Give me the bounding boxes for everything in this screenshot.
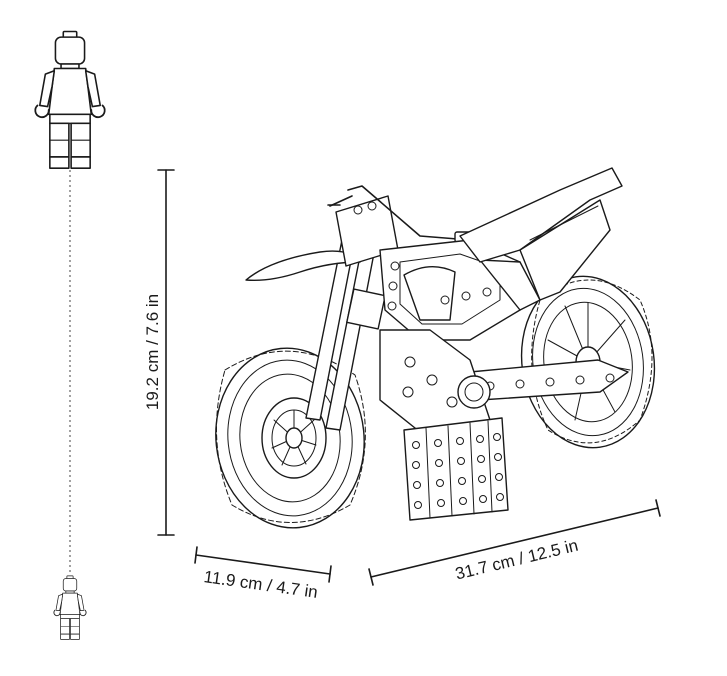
engine-block (379, 329, 491, 433)
width-dimension: 11.9 cm / 4.7 in (194, 546, 332, 602)
height-dimension: 19.2 cm / 7.6 in (143, 169, 175, 536)
front-fork (305, 239, 386, 431)
large-minifigure-icon (34, 30, 106, 170)
rear-tire-tread (531, 279, 653, 444)
frame-pin-holes (387, 261, 492, 311)
main-frame (379, 239, 541, 341)
seat (459, 167, 623, 301)
display-stand (403, 417, 509, 521)
width-label: 11.9 cm / 4.7 in (203, 567, 319, 602)
height-label: 19.2 cm / 7.6 in (143, 294, 162, 410)
small-minifigure-icon (53, 575, 87, 640)
length-label: 31.7 cm / 12.5 in (453, 536, 580, 584)
motorcycle-model-illustration (215, 167, 656, 529)
